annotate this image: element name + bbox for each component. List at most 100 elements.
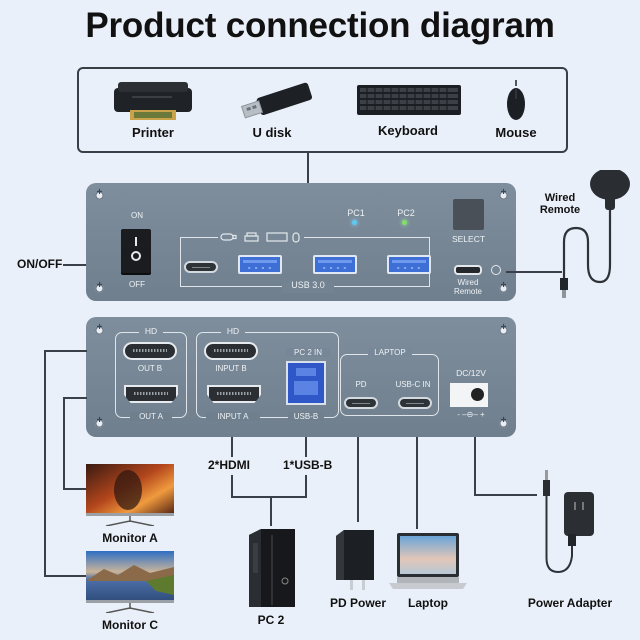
device-label-keyboard: Keyboard	[378, 123, 438, 138]
usb-c-in-label: USB-C IN	[395, 380, 431, 389]
power-switch[interactable]	[121, 229, 151, 273]
mouse-icon	[507, 80, 525, 120]
usb-b-port[interactable]	[286, 361, 326, 405]
wire-out-a	[63, 397, 87, 399]
switch-off-mark	[131, 251, 141, 261]
wired-remote-wire	[506, 271, 562, 273]
device-label-pd-power: PD Power	[329, 596, 386, 610]
wire-pc2-join	[231, 496, 307, 498]
out-b-label: OUT B	[137, 364, 163, 373]
wire-to-pc2	[270, 496, 272, 526]
select-label: SELECT	[451, 234, 486, 244]
hdmi-out-a-port[interactable]	[124, 385, 178, 403]
pd-usb-c-port[interactable]	[344, 397, 378, 409]
screw-icon	[95, 415, 104, 428]
pc-tower-icon	[249, 529, 295, 607]
usb-a-port-2[interactable]	[313, 255, 357, 274]
wire-to-laptop	[416, 437, 418, 529]
usb-group-outline-top-left	[180, 237, 218, 239]
input-b-label: INPUT B	[215, 364, 247, 373]
usbb-connection-label: 1*USB-B	[283, 458, 333, 472]
hdmi-connection-label: 2*HDMI	[208, 458, 251, 472]
wire-out-b-vertical	[44, 350, 46, 577]
dc-polarity-icon: - –⊖– +	[457, 410, 485, 419]
wire-to-monitor-a	[63, 488, 87, 490]
hdmi-input-b-port[interactable]	[204, 342, 258, 360]
usb-devices-wire	[307, 152, 309, 184]
dc-power-jack[interactable]	[450, 383, 488, 407]
usb-drive-icon	[240, 82, 313, 119]
usb-devices-box	[77, 67, 568, 153]
usb-a-port-3[interactable]	[387, 255, 431, 274]
wire-to-power-adapter	[474, 494, 537, 496]
select-button[interactable]	[453, 199, 484, 230]
out-a-label: OUT A	[130, 412, 172, 421]
dc-label: DC/12V	[456, 368, 486, 378]
usb-drive-tip	[232, 234, 237, 240]
wired-remote-icon[interactable]	[550, 170, 640, 310]
pc2-in-header: PC 2 IN	[286, 348, 330, 357]
wire-dc-vertical	[474, 437, 476, 495]
screw-icon	[95, 280, 104, 293]
screw-icon	[499, 322, 508, 335]
hdmi-input-a-port[interactable]	[207, 385, 261, 403]
device-label-pc-2: PC 2	[257, 613, 285, 627]
device-label-monitor-a: Monitor A	[102, 531, 158, 545]
monitor-c-icon	[86, 551, 174, 613]
diagram-title: Product connection diagram	[85, 6, 555, 45]
usb-icons-row	[220, 232, 300, 243]
device-label-laptop: Laptop	[408, 596, 448, 610]
led-label-pc2: PC2	[397, 208, 415, 218]
printer-icon	[244, 235, 259, 242]
on-off-pointer	[63, 264, 87, 266]
wire-to-monitor-c	[44, 575, 86, 577]
laptop-icon	[389, 533, 467, 589]
wire-hdmi-bottom	[231, 475, 233, 497]
hdmi-out-b-port[interactable]	[123, 342, 177, 360]
screw-icon	[499, 280, 508, 293]
wired-remote-port[interactable]	[454, 265, 482, 275]
switch-off-label: OFF	[129, 280, 145, 289]
switch-front-panel: ON OFF USB 3.0 PC1 PC2 SELECT Wired Remo…	[86, 183, 516, 301]
wired-remote-label-line2: Remote	[539, 204, 581, 216]
device-label-monitor-c: Monitor C	[102, 618, 158, 632]
screw-icon	[95, 187, 104, 200]
usb-c-port[interactable]	[184, 261, 218, 273]
led-label-pc1: PC1	[347, 208, 365, 218]
screw-icon	[499, 415, 508, 428]
usb-label-gap	[282, 281, 334, 293]
led-pc2	[402, 220, 407, 225]
usb-b-contact-top	[296, 368, 316, 376]
device-label-printer: Printer	[132, 125, 174, 140]
wired-remote-port-label-line2: Remote	[453, 287, 482, 296]
remote-symbol-icon	[491, 265, 501, 275]
switch-on-label: ON	[131, 211, 143, 220]
wired-remote-port-label: Wired Remote	[448, 278, 488, 296]
power-adapter-icon	[543, 470, 594, 574]
printer-icon	[114, 82, 192, 120]
laptop-header: LAPTOP	[368, 348, 412, 357]
switch-rear-panel: HD OUT B OUT A HD INPUT B INPUT A PC 2 I…	[86, 317, 516, 437]
usb-drive-icon	[220, 233, 234, 241]
keyboard-icon	[357, 85, 461, 115]
hd-in-group-outline	[196, 332, 339, 418]
usb-b-contact-bottom	[294, 381, 318, 395]
wire-out-b	[44, 350, 87, 352]
usb-c-in-port[interactable]	[398, 397, 432, 409]
led-pc1	[352, 220, 357, 225]
dc-jack-hole	[471, 388, 484, 401]
monitor-a-icon	[86, 464, 174, 526]
pd-label: PD	[355, 380, 367, 389]
usb-b-label: USB-B	[288, 412, 324, 421]
wire-usbb-bottom	[305, 475, 307, 497]
hd-in-header: HD	[221, 326, 245, 336]
device-label-mouse: Mouse	[495, 125, 537, 140]
wired-remote-label: Wired Remote	[534, 192, 586, 216]
hd-out-header: HD	[139, 326, 163, 336]
keyboard-icon	[266, 232, 288, 242]
usb-a-port-1[interactable]	[238, 255, 282, 274]
wire-usbb-top	[305, 437, 307, 457]
usb-group-outline-top-right	[304, 237, 430, 239]
switch-on-mark	[135, 237, 137, 246]
usb-group-label: USB 3.0	[291, 280, 325, 290]
